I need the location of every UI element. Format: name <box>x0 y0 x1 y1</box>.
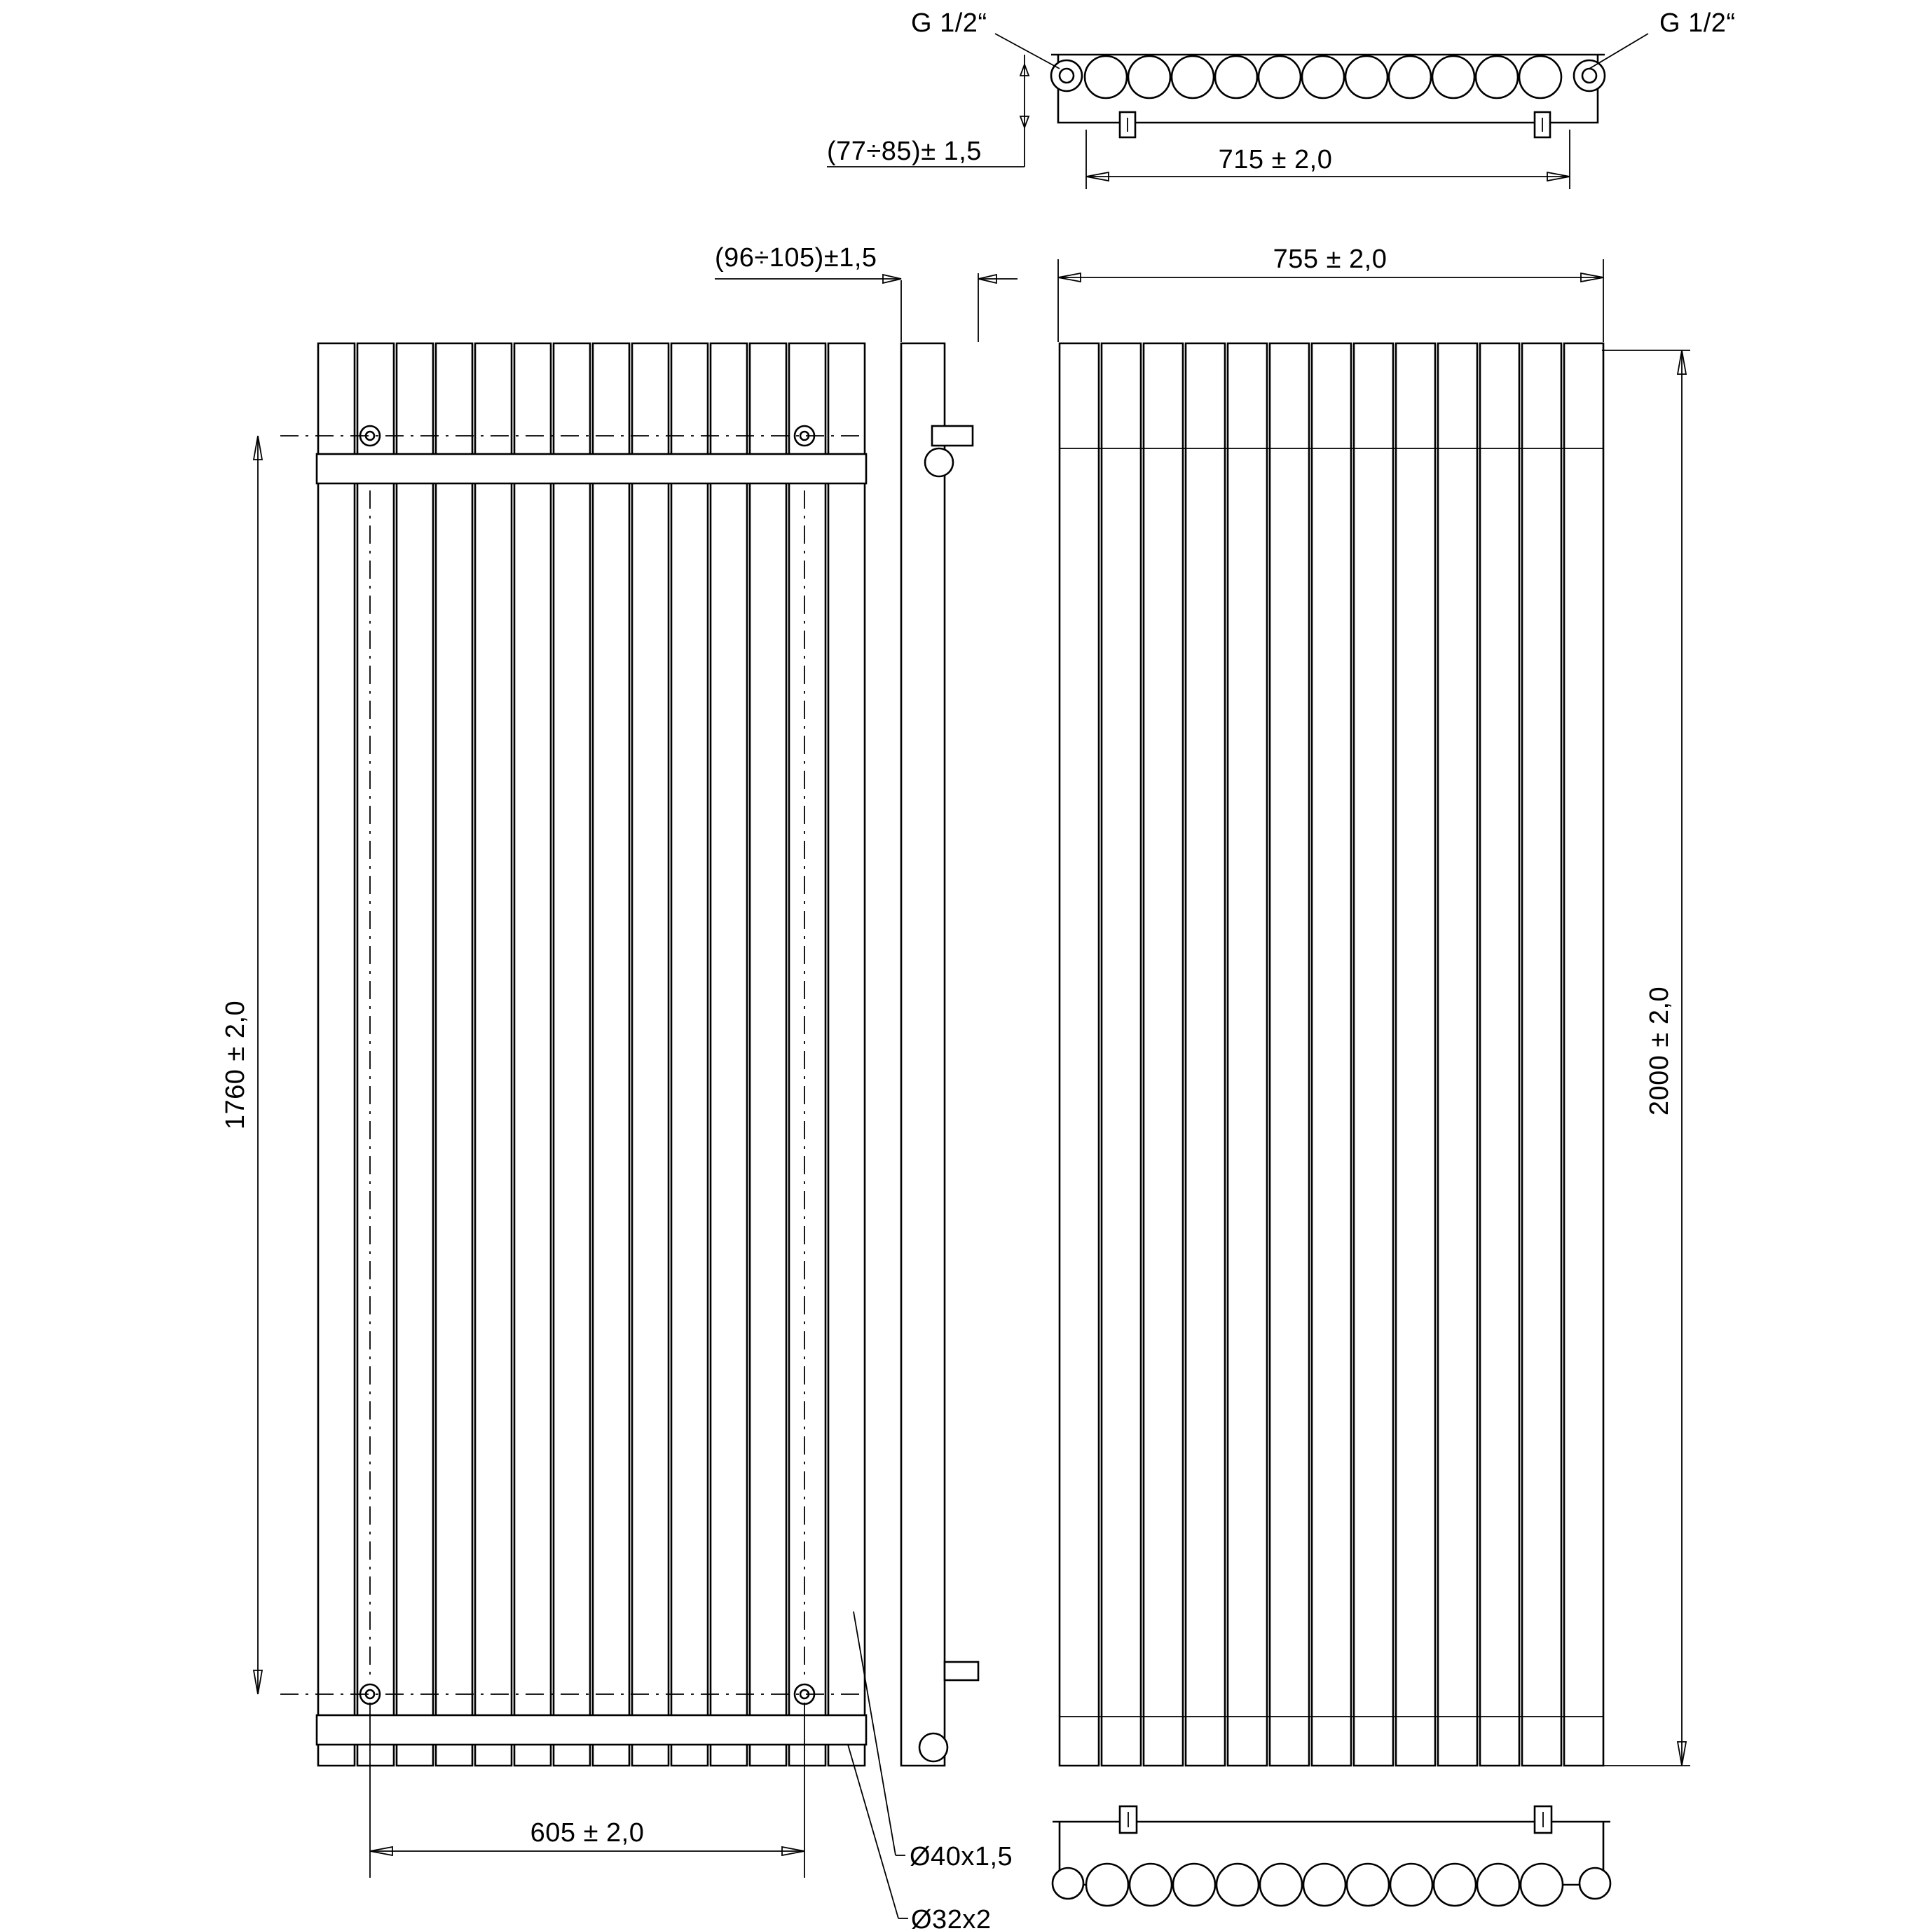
dimension-height-overall: 2000 ± 2,0 <box>1602 350 1690 1766</box>
front-view-tubes <box>317 342 866 1767</box>
depth-side-label: (96÷105)±1,5 <box>715 243 877 273</box>
height-overall-label: 2000 ± 2,0 <box>1645 987 1674 1115</box>
top-view-tubes <box>1083 55 1563 99</box>
top-view <box>1050 53 1606 139</box>
dimension-depth-top: (77÷85)± 1,5 <box>827 55 1030 167</box>
callout-tube-main: Ø40x1,5 <box>853 1611 1013 1871</box>
width-top-label: 715 ± 2,0 <box>1219 145 1333 174</box>
dimension-mount-spacing: 605 ± 2,0 <box>369 1703 805 1878</box>
thread-callout-left: G 1/2“ <box>911 8 1060 69</box>
bottom-view-tubes <box>1085 1862 1564 1907</box>
thread-right-label: G 1/2“ <box>1659 8 1736 38</box>
dimension-depth-side: (96÷105)±1,5 <box>715 243 1018 342</box>
thread-left-label: G 1/2“ <box>911 8 987 38</box>
bottom-view <box>1051 1805 1612 1907</box>
side-view <box>900 342 980 1767</box>
dimension-width-overall: 755 ± 2,0 <box>1057 245 1604 342</box>
width-overall-label: 755 ± 2,0 <box>1273 245 1388 274</box>
mount-spacing-label: 605 ± 2,0 <box>530 1818 645 1848</box>
right-front-view <box>1058 342 1605 1767</box>
dimension-height-axes: 1760 ± 2,0 <box>221 435 263 1695</box>
depth-top-label: (77÷85)± 1,5 <box>827 137 982 166</box>
tube-small-label: Ø32x2 <box>911 1905 991 1931</box>
right-view-tubes <box>1058 342 1605 1767</box>
callout-tube-small: Ø32x2 <box>847 1744 991 1931</box>
front-view <box>280 342 868 1767</box>
height-axes-label: 1760 ± 2,0 <box>221 1001 250 1129</box>
tube-main-label: Ø40x1,5 <box>910 1842 1013 1871</box>
dimension-width-top: 715 ± 2,0 <box>1085 130 1570 189</box>
thread-callout-right: G 1/2“ <box>1589 8 1736 69</box>
